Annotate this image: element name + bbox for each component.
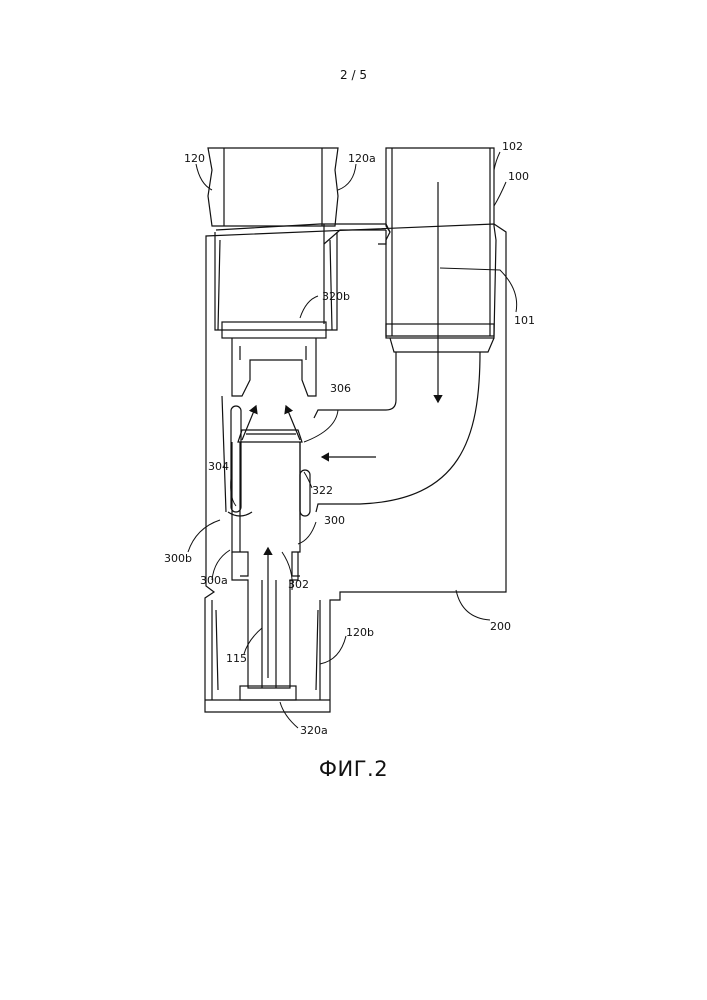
label-120: 120	[184, 152, 205, 165]
label-322: 322	[312, 484, 333, 497]
elbow-inner	[314, 352, 396, 418]
label-300: 300	[324, 514, 345, 527]
label-304: 304	[208, 460, 229, 473]
inlet-pipe-100	[386, 148, 496, 336]
fitting-120	[208, 148, 338, 226]
slot-322	[300, 470, 310, 516]
label-320b: 320b	[322, 290, 350, 303]
figure-caption: ФИГ.2	[0, 757, 707, 781]
label-302: 302	[288, 578, 309, 591]
label-102: 102	[502, 140, 523, 153]
venturi-upper	[232, 338, 316, 396]
elbow-outer	[316, 352, 480, 512]
label-120a: 120a	[348, 152, 376, 165]
label-100: 100	[508, 170, 529, 183]
arrow-spray-right	[286, 406, 300, 440]
arrow-spray-left	[242, 406, 256, 440]
label-320a: 320a	[300, 724, 328, 737]
label-115: 115	[226, 652, 247, 665]
label-101: 101	[514, 314, 535, 327]
lower-body	[232, 552, 298, 688]
venturi-throat	[238, 430, 302, 442]
label-200: 200	[490, 620, 511, 633]
label-300a: 300a	[200, 574, 228, 587]
label-306: 306	[330, 382, 351, 395]
label-300b: 300b	[164, 552, 192, 565]
label-120b: 120b	[346, 626, 374, 639]
inner-body-300	[232, 442, 300, 576]
